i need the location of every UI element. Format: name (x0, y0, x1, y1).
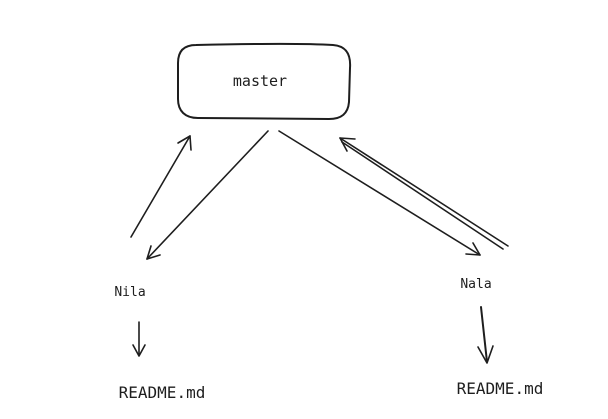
nala-file-label: README.md (457, 379, 544, 398)
arrow-nala-to-master (339, 137, 509, 250)
arrow-nala-to-file (477, 306, 494, 364)
arrow-master-to-nila (146, 130, 269, 260)
master-node-box (177, 42, 352, 120)
master-node[interactable]: master (177, 42, 352, 120)
arrow-nila-to-master (130, 135, 192, 238)
nila-label: Nila (114, 285, 145, 300)
nala-label: Nala (460, 277, 491, 292)
arrow-master-to-nala (278, 130, 481, 256)
branch-nala[interactable]: Nala (460, 277, 491, 292)
master-label: master (233, 72, 287, 90)
branch-nila[interactable]: Nila (114, 285, 145, 300)
arrow-nila-to-file (132, 321, 146, 357)
nila-file-label: README.md (119, 383, 206, 402)
